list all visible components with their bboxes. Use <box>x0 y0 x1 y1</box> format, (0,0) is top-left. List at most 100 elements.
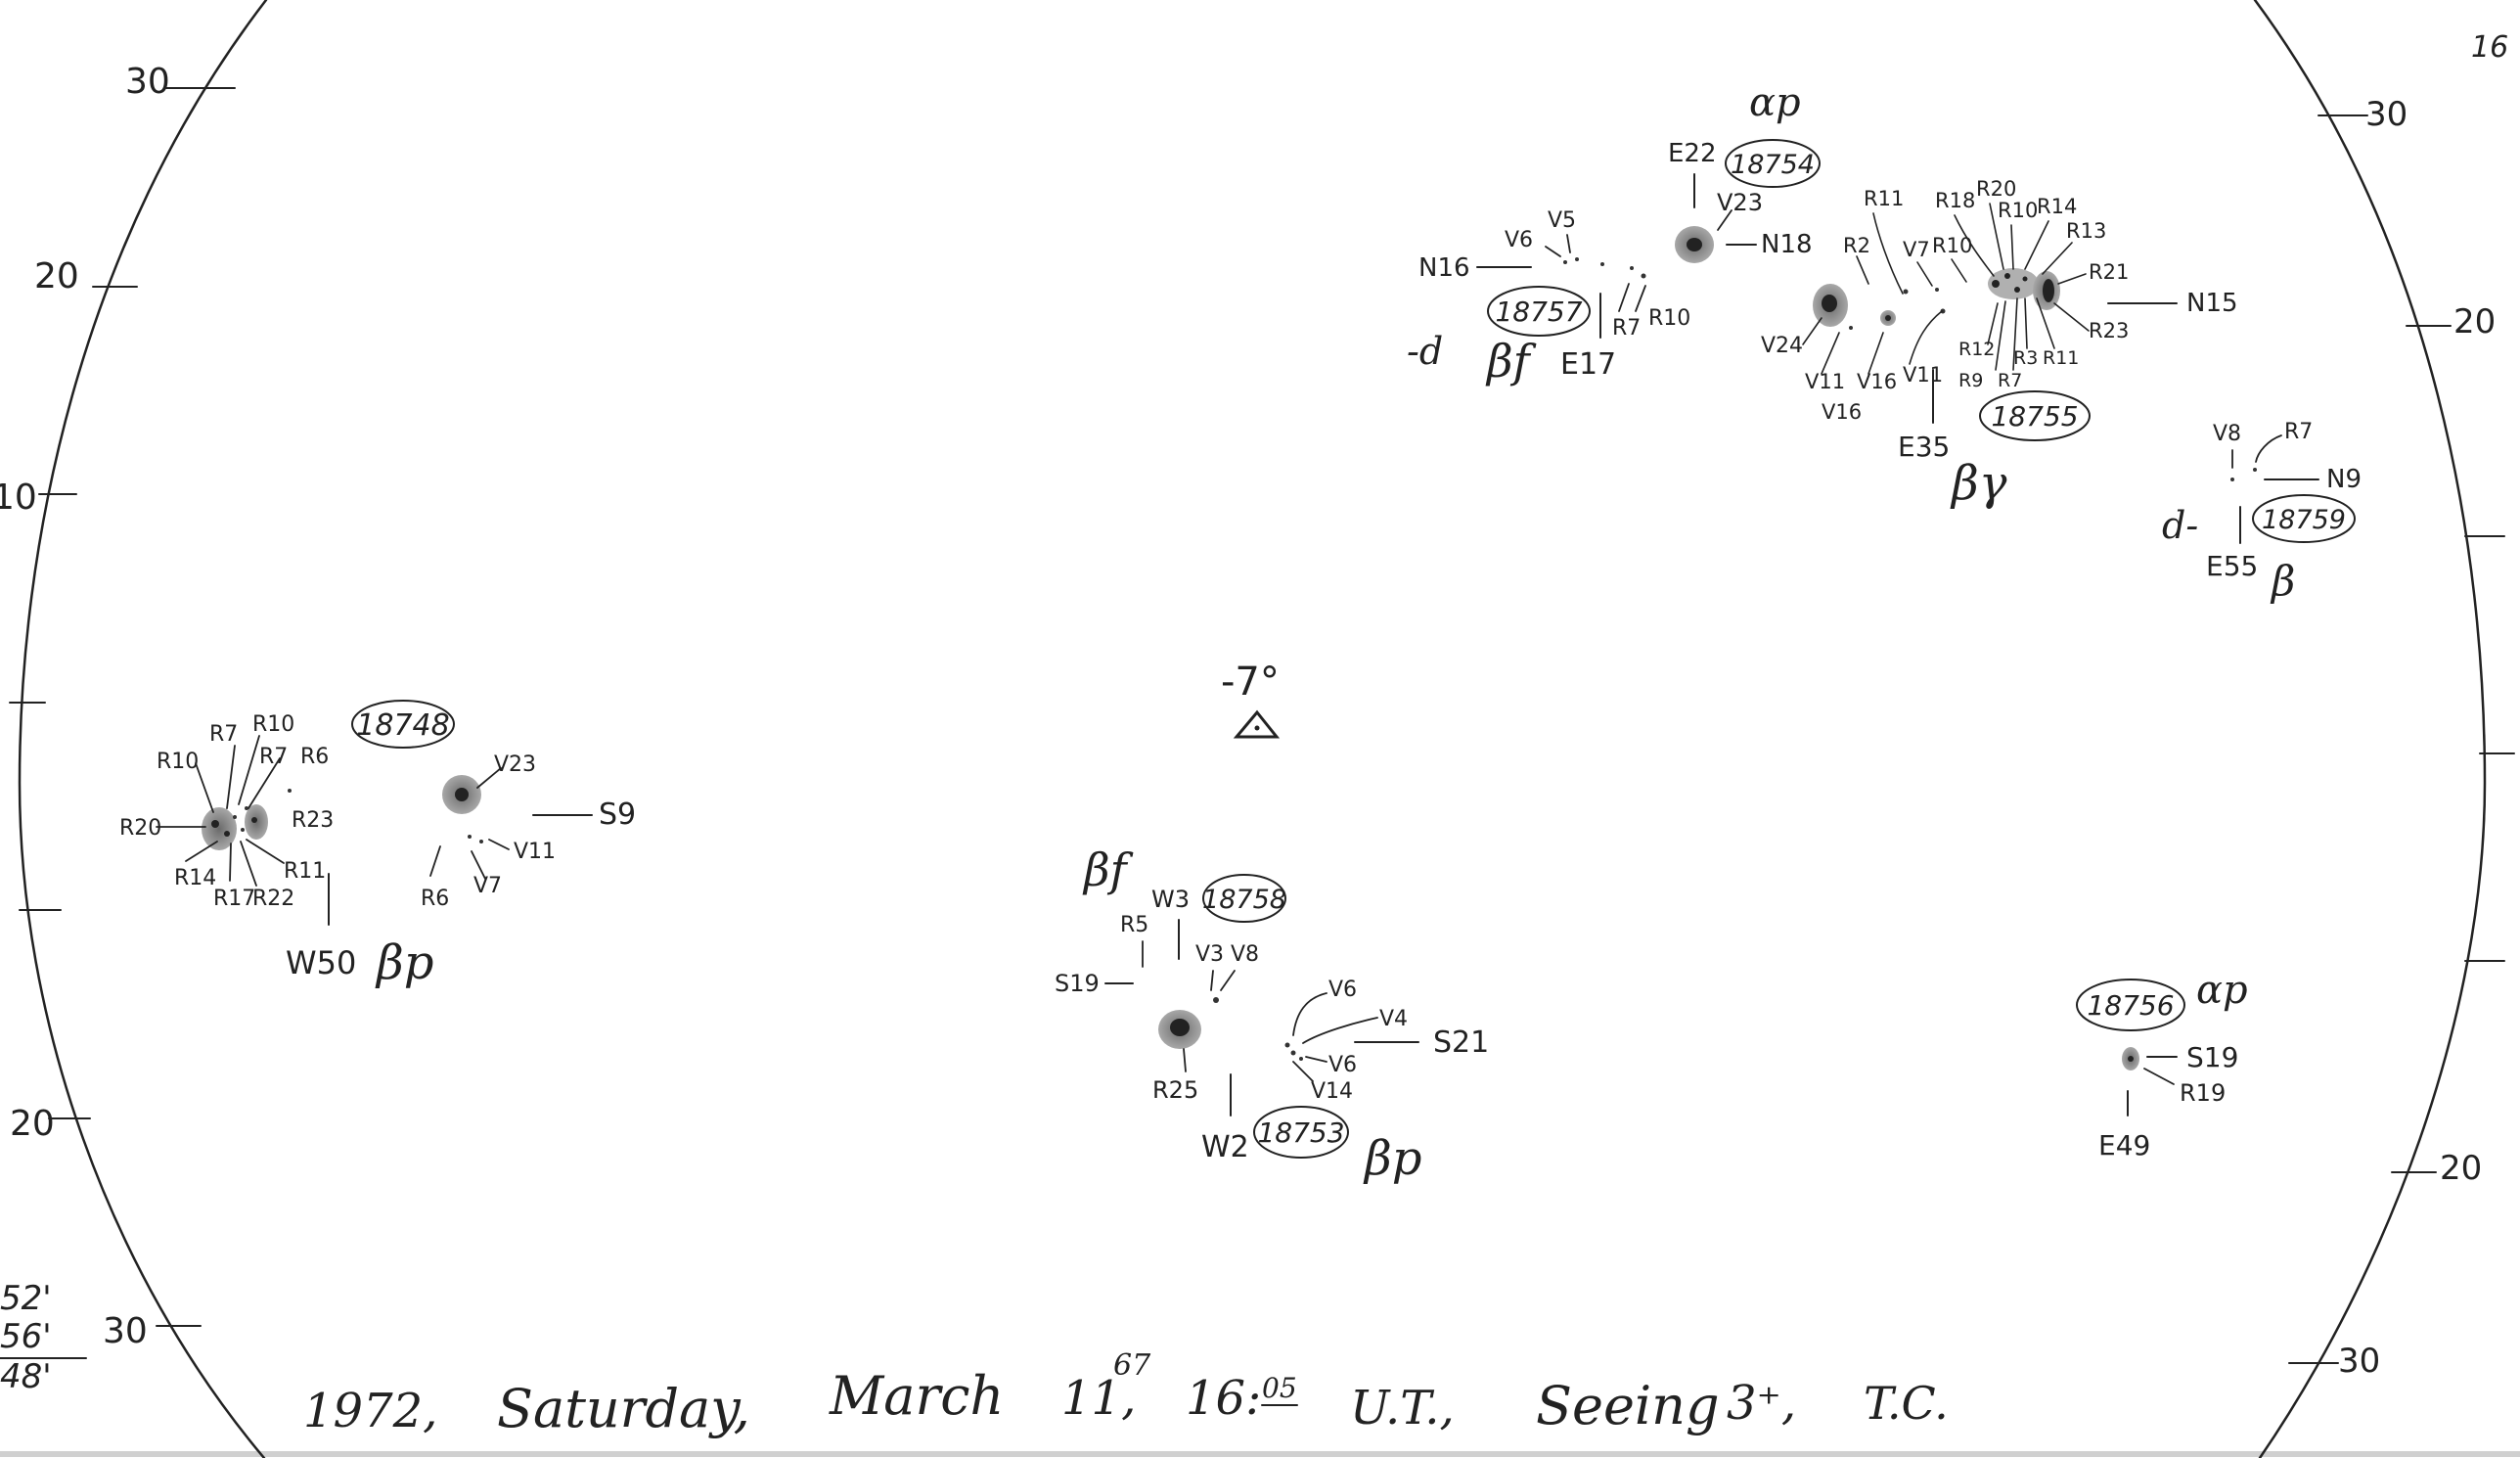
left-latitude-ticks: 30 20 10 20 30 <box>0 62 236 1351</box>
sunspot-pore <box>245 806 248 810</box>
sunspot-pore <box>1630 266 1634 270</box>
central-meridian-distance: E35 <box>1898 431 1950 463</box>
zurich-class: βp <box>375 935 433 990</box>
leader-line <box>2042 242 2073 275</box>
group-number: 18756 <box>2087 989 2174 1022</box>
sunspot-pore <box>2253 468 2257 472</box>
leader-line <box>1954 214 1995 277</box>
spot-label: R10 <box>1998 199 2038 222</box>
sunspot-penumbra <box>1988 268 2039 299</box>
leader-line <box>240 841 257 887</box>
central-meridian-distance: E22 <box>1668 139 1717 168</box>
sunspot-pore <box>1213 997 1219 1003</box>
leader-line <box>471 850 486 880</box>
spot-label: V11 <box>514 840 556 864</box>
center-angle-label: -7° <box>1221 660 1280 705</box>
spot-label: V6 <box>1328 978 1357 1002</box>
leader-line <box>1302 1017 1378 1044</box>
zurich-class: βγ <box>1950 456 2007 511</box>
lat-label-right-30: 30 <box>2365 95 2408 134</box>
center-triangle-icon <box>1233 709 1281 739</box>
zurich-class: βp <box>1363 1131 1421 1186</box>
spot-label: R2 <box>1843 234 1870 257</box>
spot-label: R7 <box>1612 316 1641 341</box>
sunspot-pore <box>1575 257 1579 261</box>
caption-seeing-label: Seeing <box>1536 1375 1720 1436</box>
sunspot-umbra <box>1687 238 1702 251</box>
leader-line <box>248 757 281 809</box>
group-number: 18758 <box>1202 885 1286 915</box>
central-meridian-distance: W2 <box>1201 1130 1249 1164</box>
sunspot-umbra <box>2128 1056 2134 1062</box>
group-latitude: S9 <box>599 797 636 832</box>
sunspot-umbra <box>1885 315 1891 321</box>
spot-label: V7 <box>473 874 502 898</box>
group-latitude: S19 <box>2186 1041 2238 1073</box>
leader-line <box>2010 224 2014 270</box>
leader-line <box>2057 273 2087 285</box>
leader-line <box>1635 285 1646 312</box>
sunspot-pore <box>1299 1057 1303 1061</box>
center-dot-icon <box>1254 725 1260 731</box>
spot-label: V4 <box>1379 1007 1408 1031</box>
sunspot-umbra <box>224 831 230 837</box>
lat-label-left-20s: 20 <box>10 1104 55 1144</box>
spot-label: R20 <box>119 816 161 841</box>
leader-line <box>2024 220 2049 270</box>
solar-limb-left <box>18 0 268 1458</box>
leader-line <box>1872 212 1904 295</box>
group-number: 18759 <box>2262 505 2346 535</box>
group-18758: βf R5 W3 18758 V3 V8 S19 <box>1055 843 1286 1003</box>
leader-line <box>1305 1056 1328 1063</box>
spot-label: R5 <box>1120 913 1148 937</box>
sunspot-umbra <box>2004 273 2010 279</box>
leader-line <box>1566 234 1571 253</box>
group-number: 18754 <box>1731 150 1815 180</box>
leader-line <box>185 841 218 862</box>
spot-label: R7 <box>209 722 238 747</box>
leader-line <box>1545 246 1561 257</box>
leader-line <box>1916 261 1933 287</box>
group-number-oval <box>1979 390 2091 441</box>
group-number-oval <box>351 700 455 749</box>
group-latitude: N16 <box>1418 253 1470 283</box>
corner-readings: 52' 56' 48' <box>0 1279 87 1396</box>
group-latitude: N18 <box>1761 230 1813 259</box>
group-latitude: S21 <box>1433 1025 1489 1060</box>
caption-date: 11, <box>1061 1371 1136 1426</box>
observation-caption: 1972, Saturday, March 11, 67 16: 05 U.T.… <box>303 1348 1949 1439</box>
sunspot-umbra <box>211 820 219 828</box>
caption-day: Saturday, <box>497 1378 750 1439</box>
caption-date-fraction: 67 <box>1113 1348 1151 1383</box>
spot-label: R22 <box>252 887 294 911</box>
lat-label-right-20: 20 <box>2453 302 2496 342</box>
leader-line <box>2143 1068 2175 1085</box>
spot-label: R7 <box>1998 370 2022 391</box>
spot-label: R7 <box>259 745 288 769</box>
spot-label: R21 <box>2089 260 2129 284</box>
leader-line <box>1802 317 1822 345</box>
spot-label: R6 <box>421 887 449 911</box>
spot-label: V5 <box>1548 208 1576 233</box>
spot-label: R10 <box>1932 234 1972 257</box>
spot-label: R19 <box>2180 1079 2226 1107</box>
sunspot-pore <box>1563 260 1567 264</box>
group-latitude: N9 <box>2326 465 2362 494</box>
reading-b: 56' <box>0 1317 52 1356</box>
lat-label-left-20: 20 <box>34 256 79 296</box>
leader-line <box>1220 970 1236 991</box>
group-number-oval <box>1202 874 1286 923</box>
sunspot-umbra <box>1822 295 1837 312</box>
zurich-class: βf <box>1082 843 1134 896</box>
spot-label: R18 <box>1935 189 1975 212</box>
spot-label: R10 <box>1648 306 1690 331</box>
group-latitude: S19 <box>1055 970 1100 997</box>
lat-label-left-30: 30 <box>125 62 170 102</box>
spot-label: R6 <box>300 745 329 769</box>
leader-line <box>226 745 236 809</box>
leader-line <box>1995 300 2006 371</box>
spot-label: R10 <box>252 712 294 737</box>
leader-line <box>2012 297 2018 371</box>
group-number: 18757 <box>1495 296 1582 328</box>
central-meridian-distance: E55 <box>2206 550 2258 582</box>
